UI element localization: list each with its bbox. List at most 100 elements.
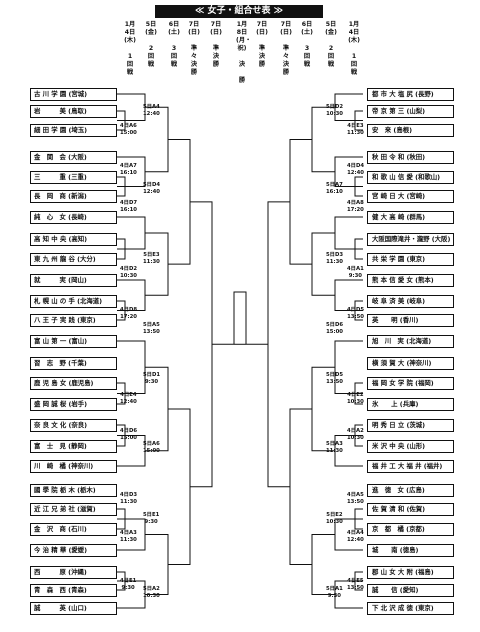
bracket-line-69 bbox=[334, 518, 355, 551]
bracket-line-57 bbox=[334, 216, 355, 250]
team-right-20: 進 徳 女 (広島) bbox=[367, 484, 454, 497]
match-left-4-line-1: 12:40 bbox=[143, 188, 160, 195]
match-left-17-line-1: 9:30 bbox=[121, 584, 135, 591]
bracket-line-66 bbox=[334, 435, 355, 467]
match-left-3-line-1: 16:10 bbox=[120, 169, 137, 176]
bracket-line-81 bbox=[233, 291, 247, 345]
bracket-line-39 bbox=[190, 201, 213, 488]
match-left-5-line-0: 4日D7 bbox=[120, 200, 138, 206]
match-right-7-line-0: 4日A1 bbox=[347, 266, 364, 272]
match-left-8-line-1: 17:20 bbox=[120, 313, 137, 320]
bracket-line-54 bbox=[334, 156, 355, 187]
match-left-9-line-1: 13:50 bbox=[143, 328, 160, 335]
match-left-10-line-0: 5日D1 bbox=[143, 372, 161, 378]
match-left-2-line-1: 15:00 bbox=[120, 129, 137, 136]
team-right-4: 秋 田 令 和 (秋田) bbox=[367, 151, 454, 164]
match-left-7-line-0: 4日D2 bbox=[120, 266, 138, 272]
bracket-line-76 bbox=[311, 534, 335, 595]
team-left-19: 川 崎 橘 (神奈川) bbox=[30, 460, 117, 473]
match-left-12-line-1: 15:00 bbox=[120, 434, 137, 441]
match-right-3-line-0: 4日D4 bbox=[347, 163, 365, 169]
team-left-15: 鹿 児 島 女 (鹿児島) bbox=[30, 377, 117, 390]
match-left-2-line-0: 4日A6 bbox=[120, 123, 137, 129]
team-left-13: 富 山 第 一 (富山) bbox=[30, 335, 117, 348]
match-right-13-line-0: 5日A3 bbox=[326, 441, 343, 447]
match-right-3-line-1: 12:40 bbox=[347, 169, 364, 176]
team-right-17: 明 秀 日 立 (茨城) bbox=[367, 419, 454, 432]
team-left-16: 盛 岡 誠 桜 (岩手) bbox=[30, 398, 117, 411]
team-left-17: 奈 良 文 化 (奈良) bbox=[30, 419, 117, 432]
bracket-title: ≪ 女子・組合せ表 ≫ bbox=[155, 5, 323, 18]
match-left-14-line-1: 11:30 bbox=[120, 498, 137, 505]
team-right-21: 佐 賀 清 和 (佐賀) bbox=[367, 503, 454, 516]
round-header-right-0: 7日(日) 準決勝 bbox=[256, 21, 268, 68]
match-left-6-line-0: 5日E3 bbox=[143, 252, 160, 258]
team-right-22: 京 都 橘 (京都) bbox=[367, 523, 454, 536]
team-right-16: 氷 上 (兵庫) bbox=[367, 398, 454, 411]
match-left-1-line-1: 12:40 bbox=[143, 110, 160, 117]
bracket-line-78 bbox=[289, 408, 312, 565]
bracket-line-14 bbox=[125, 156, 146, 187]
team-left-18: 富 士 見 (静岡) bbox=[30, 440, 117, 453]
match-left-16-line-1: 11:30 bbox=[120, 536, 137, 543]
match-right-4-line-1: 16:10 bbox=[326, 188, 343, 195]
team-right-13: 旭 川 実 (北海道) bbox=[367, 335, 454, 348]
team-right-9: 共 栄 学 園 (東京) bbox=[367, 253, 454, 266]
team-left-3: 細 田 学 園 (埼玉) bbox=[30, 124, 117, 137]
bracket-line-75 bbox=[311, 366, 335, 452]
bracket-line-17 bbox=[125, 216, 146, 250]
team-left-14: 習 志 野 (千葉) bbox=[30, 357, 117, 370]
team-right-19: 福 井 工 大 福 井 (福井) bbox=[367, 460, 454, 473]
match-right-2-line-1: 11:30 bbox=[347, 129, 364, 136]
match-left-18-line-1: 10:30 bbox=[143, 592, 160, 599]
match-left-16-line-0: 4日A3 bbox=[120, 530, 137, 536]
team-right-18: 米 沢 中 央 (山形) bbox=[367, 440, 454, 453]
match-right-15-line-0: 5日E2 bbox=[326, 512, 343, 518]
match-left-12-line-0: 4日D6 bbox=[120, 428, 138, 434]
match-left-4-line-0: 5日D4 bbox=[143, 182, 161, 188]
match-left-3-line-0: 4日A7 bbox=[120, 163, 137, 169]
bracket-line-72 bbox=[334, 580, 355, 609]
team-right-11: 岐 阜 済 美 (岐阜) bbox=[367, 295, 454, 308]
bracket-line-34 bbox=[145, 232, 169, 296]
match-left-6-line-1: 11:30 bbox=[143, 258, 160, 265]
team-left-26: 誠 英 (山口) bbox=[30, 602, 117, 615]
match-right-15-line-1: 10:30 bbox=[326, 518, 343, 525]
team-left-1: 古 川 学 園 (宮城) bbox=[30, 88, 117, 101]
team-left-25: 青 森 西 (青森) bbox=[30, 584, 117, 597]
match-left-9-line-0: 5日A5 bbox=[143, 322, 160, 328]
team-left-9: 東 九 州 龍 谷 (大分) bbox=[30, 253, 117, 266]
bracket-line-74 bbox=[311, 232, 335, 296]
match-right-16-line-0: 4日A4 bbox=[347, 530, 364, 536]
bracket-line-26 bbox=[125, 435, 146, 467]
round-header-left-3: 7日(日) 準々決勝 bbox=[188, 21, 200, 76]
match-right-14-line-1: 13:50 bbox=[347, 498, 364, 505]
team-right-6: 宮 崎 日 大 (宮崎) bbox=[367, 190, 454, 203]
team-right-8: 大阪国際滝井・瀧野 (大阪) bbox=[367, 233, 454, 246]
team-left-20: 國 學 院 栃 木 (栃木) bbox=[30, 484, 117, 497]
bracket-line-20 bbox=[125, 279, 146, 311]
match-right-8-line-1: 13:50 bbox=[347, 313, 364, 320]
bracket-line-33 bbox=[145, 106, 169, 173]
match-right-5-line-0: 4日A8 bbox=[347, 200, 364, 206]
bracket-line-38 bbox=[168, 408, 191, 565]
round-header-left-4: 7日(日) 準決勝 bbox=[210, 21, 222, 68]
team-left-24: 西 原 (沖縄) bbox=[30, 566, 117, 579]
